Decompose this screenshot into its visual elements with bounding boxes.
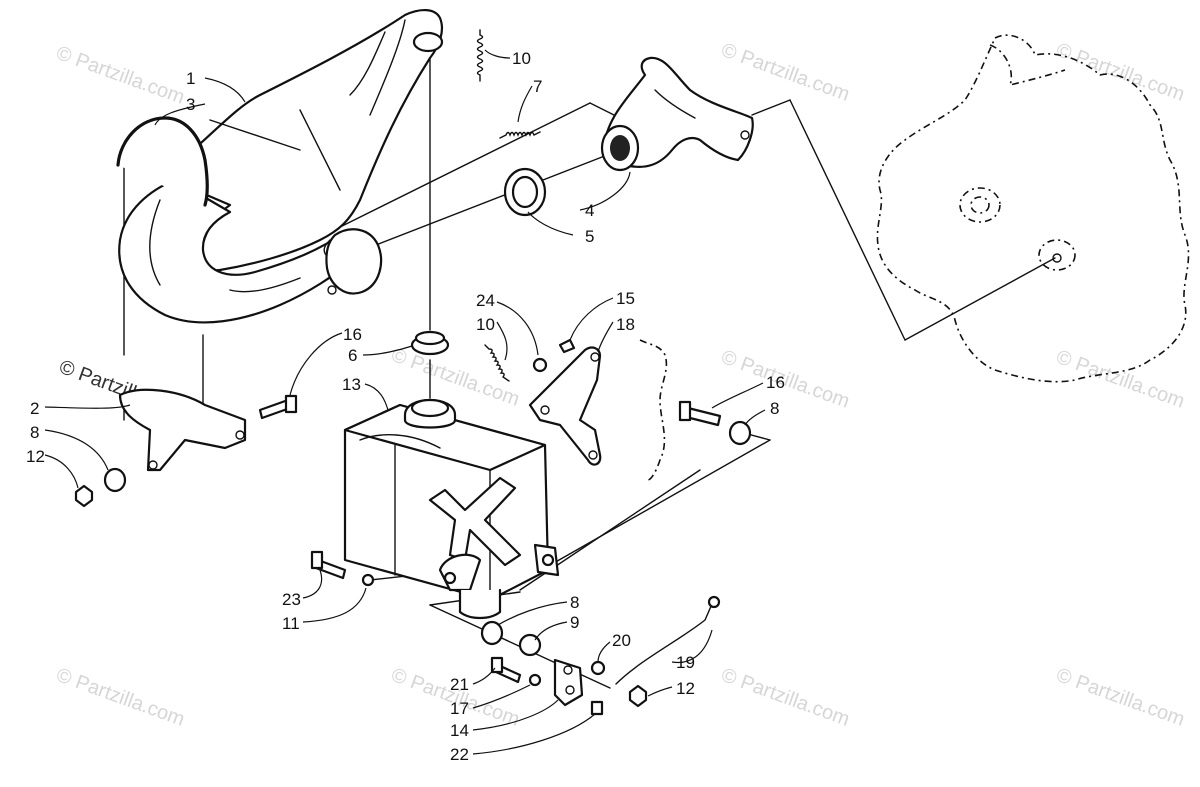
- nut-12-right: [628, 684, 648, 708]
- seal-ring: [503, 167, 547, 217]
- bolt-24: [532, 357, 548, 373]
- callout-6: 6: [348, 346, 357, 365]
- callout-10-top: 10: [512, 49, 531, 68]
- callout-22: 22: [450, 745, 469, 764]
- watermark: © Partzilla.com: [1053, 346, 1187, 413]
- watermark: © Partzilla.com: [718, 346, 852, 413]
- callout-labels: 1 3 10 7 4 5 16 6 13 24 10 15 18 2 8 12 …: [26, 49, 785, 764]
- fasteners: [74, 338, 752, 716]
- callout-15: 15: [616, 289, 635, 308]
- callout-11: 11: [282, 614, 300, 633]
- spacer-8-left: [103, 467, 127, 493]
- screw-22: [590, 700, 604, 716]
- leader-lines: [44, 49, 766, 755]
- right-bracket: [528, 339, 668, 481]
- springs: [116, 29, 541, 382]
- callout-8-bottom: 8: [570, 593, 579, 612]
- callout-21: 21: [450, 675, 469, 694]
- spring-7: [499, 131, 541, 139]
- watermark: © Partzilla.com: [53, 42, 187, 109]
- spring-10-mid: [484, 344, 510, 382]
- watermark: © Partzilla.com: [1053, 39, 1187, 106]
- spacer-8-bottom: [480, 620, 504, 646]
- grommet: [410, 330, 450, 356]
- silencer: [343, 398, 560, 620]
- watermark: © Partzilla.com: [718, 39, 852, 106]
- callout-14: 14: [450, 721, 469, 740]
- callout-20: 20: [612, 631, 631, 650]
- spacer-8-right: [728, 420, 752, 446]
- ground-wire-19: [615, 603, 713, 685]
- callout-23: 23: [282, 590, 301, 609]
- washer-17: [528, 673, 542, 687]
- exhaust-manifold: [600, 56, 754, 172]
- callout-19: 19: [676, 653, 695, 672]
- nut-12-left: [74, 484, 94, 508]
- callout-8-left: 8: [30, 423, 39, 442]
- callout-2: 2: [30, 399, 39, 418]
- watermark: © Partzilla.com: [1053, 664, 1187, 731]
- callout-4: 4: [585, 201, 594, 220]
- callout-16-right: 16: [766, 373, 785, 392]
- callout-7: 7: [533, 77, 542, 96]
- watermark: © Partzilla.com: [388, 344, 522, 411]
- expansion-chamber: [118, 9, 444, 324]
- callout-5: 5: [585, 227, 594, 246]
- engine-outline: [876, 34, 1190, 383]
- watermark: © Partzilla.com: [718, 664, 852, 731]
- plate-14: [553, 658, 584, 707]
- callout-8-right: 8: [770, 399, 779, 418]
- washer-20: [590, 660, 606, 676]
- washer-11: [361, 573, 375, 587]
- callout-12-right: 12: [676, 679, 695, 698]
- callout-13: 13: [342, 375, 361, 394]
- callout-3: 3: [186, 95, 195, 114]
- spring-10-top: [476, 29, 484, 82]
- spring-3-cable: [116, 116, 209, 207]
- callout-9: 9: [570, 613, 579, 632]
- callout-18: 18: [616, 315, 635, 334]
- callout-12-left: 12: [26, 447, 45, 466]
- bolt-15: [558, 338, 576, 354]
- callout-16-left: 16: [343, 325, 362, 344]
- watermark: © Partzilla.com: [53, 664, 187, 731]
- callout-1: 1: [186, 69, 195, 88]
- left-bracket: [118, 388, 247, 472]
- callout-10-mid: 10: [476, 315, 495, 334]
- callout-17: 17: [450, 699, 469, 718]
- callout-24: 24: [476, 291, 495, 310]
